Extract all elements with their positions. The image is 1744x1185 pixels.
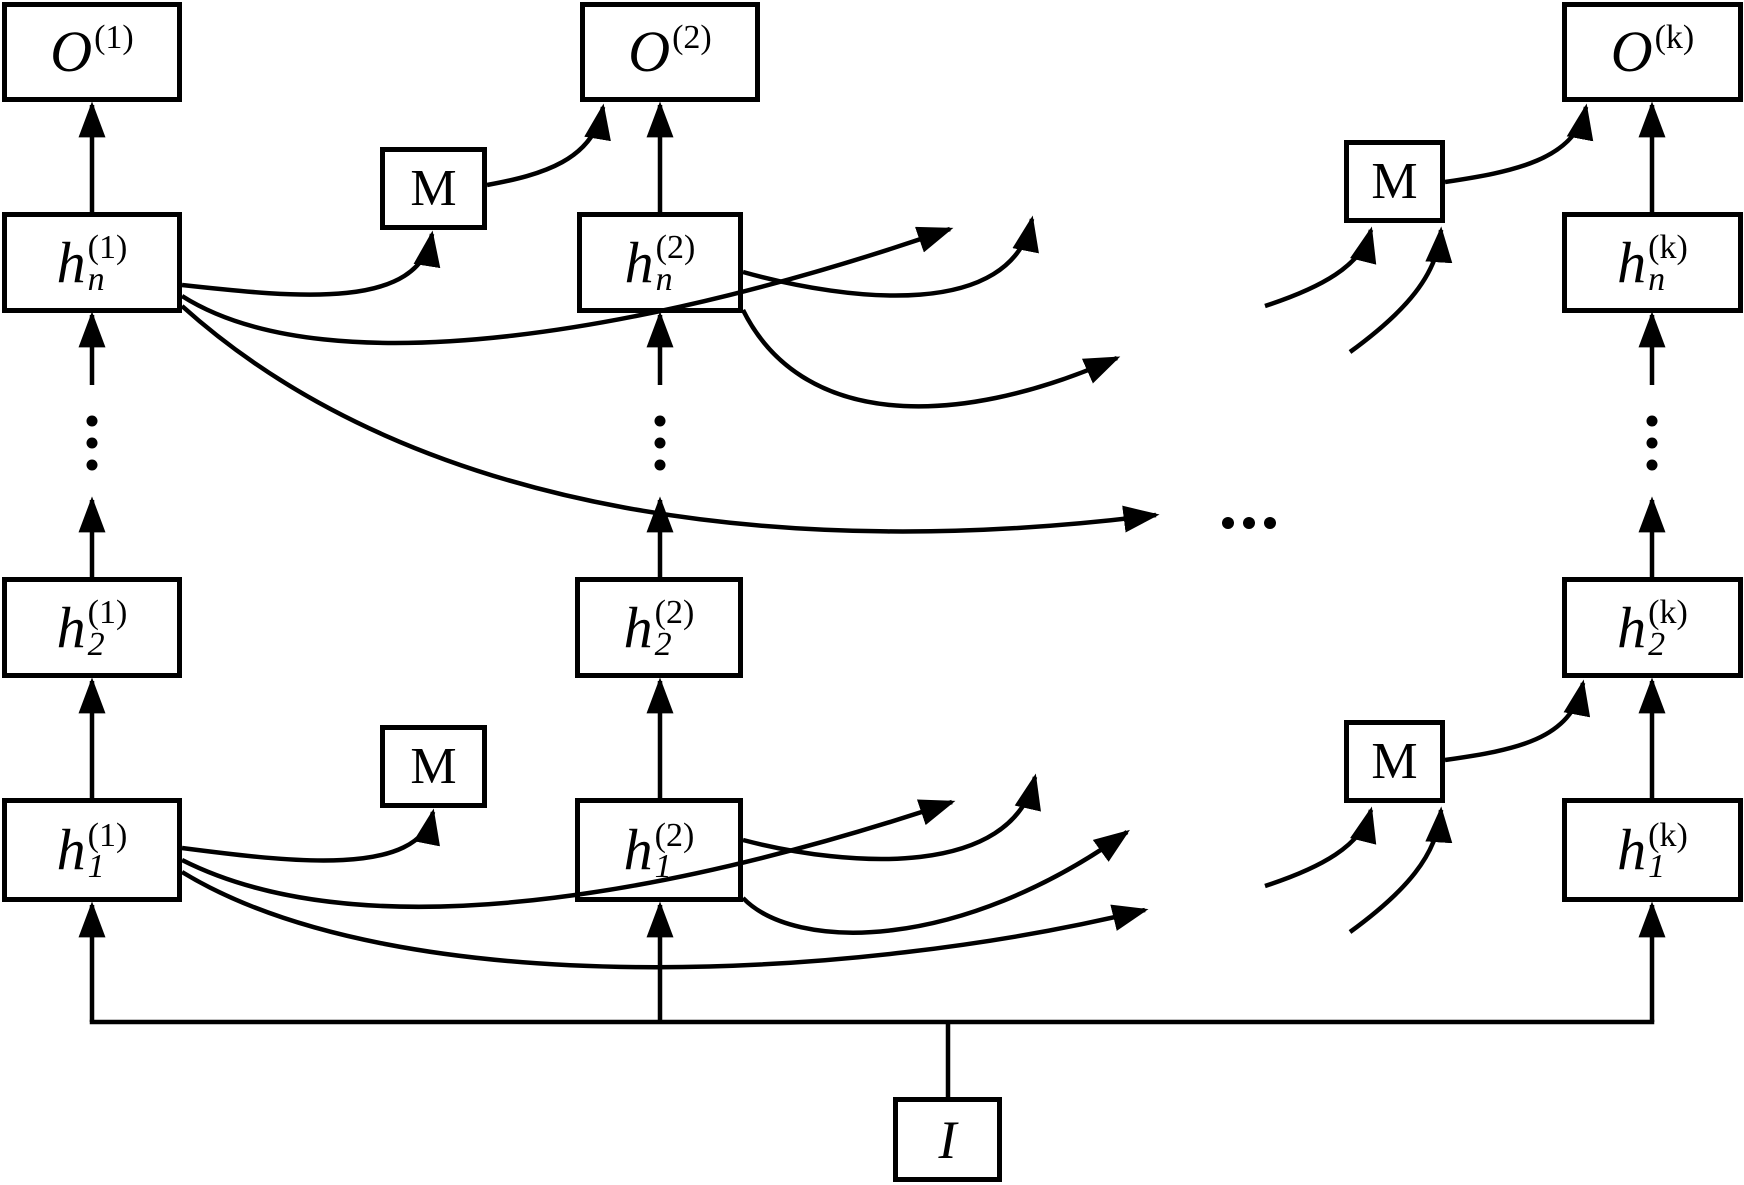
- edge-prev-to-m4-b: [1348, 806, 1453, 934]
- node-hidden-1-2: h(2)1: [575, 798, 743, 902]
- vertical-ellipsis-col1: [86, 415, 98, 471]
- edge-hn2-forward-hook: [742, 215, 1039, 298]
- node-memory-bottom-left: M: [380, 725, 487, 808]
- node-output-1: O(1): [2, 2, 182, 102]
- node-output-k: O(k): [1562, 2, 1743, 102]
- node-hidden-2-1-label: h: [56, 594, 86, 660]
- node-output-2-label: O: [628, 19, 671, 84]
- node-memory-top-left-label: M: [410, 159, 457, 217]
- edge-prev-to-m3-a: [1264, 226, 1377, 309]
- edge-h11-forward-1: [180, 799, 956, 909]
- node-hidden-2-k: h(k)2: [1562, 577, 1743, 678]
- node-hidden-2-1: h(1)2: [2, 577, 182, 678]
- edge-prev-to-m3-b: [1348, 226, 1453, 354]
- node-hidden-2-k-label: h: [1617, 594, 1647, 660]
- edge-m3-to-ok: [1444, 103, 1594, 185]
- edge-hn1-to-m1: [181, 230, 441, 297]
- edge-h12-forward-dip: [741, 829, 1130, 935]
- node-memory-bottom-right: M: [1344, 720, 1445, 803]
- node-memory-bottom-right-label: M: [1371, 732, 1418, 790]
- edge-prev-to-m4-a: [1264, 806, 1377, 889]
- node-hidden-2-2: h(2)2: [575, 577, 743, 678]
- edge-hn1-forward-2: [180, 304, 1160, 534]
- node-hidden-n-2-label: h: [624, 229, 654, 295]
- node-memory-bottom-left-label: M: [410, 737, 457, 795]
- vertical-ellipsis-col2: [654, 415, 666, 471]
- edge-h11-to-m2: [181, 808, 440, 863]
- node-memory-top-left: M: [380, 147, 487, 230]
- vertical-ellipsis-colk: [1646, 415, 1658, 471]
- node-hidden-1-k: h(k)1: [1562, 798, 1743, 902]
- node-hidden-1-1-label: h: [56, 817, 86, 882]
- node-hidden-n-k-label: h: [1617, 229, 1647, 295]
- node-hidden-1-k-label: h: [1617, 817, 1647, 882]
- edge-m1-to-o2: [486, 103, 611, 188]
- edge-m4-to-h2k: [1444, 679, 1591, 763]
- node-input-label: I: [938, 1109, 957, 1170]
- node-hidden-1-1: h(1)1: [2, 798, 182, 902]
- node-output-k-label: O: [1610, 19, 1653, 84]
- node-input: I: [893, 1097, 1002, 1182]
- node-hidden-2-2-label: h: [623, 594, 653, 660]
- node-hidden-n-1-label: h: [56, 229, 86, 295]
- edge-hn1-forward-1: [180, 226, 954, 346]
- node-output-2: O(2): [580, 2, 760, 102]
- edge-h12-forward-hook: [742, 773, 1041, 862]
- node-hidden-1-2-label: h: [623, 817, 653, 882]
- node-memory-top-right-label: M: [1371, 152, 1418, 210]
- edge-hn2-forward-dip: [740, 308, 1121, 409]
- node-memory-top-right: M: [1344, 140, 1445, 223]
- node-hidden-n-1: h(1)n: [2, 212, 182, 313]
- node-hidden-n-2: h(2)n: [577, 212, 743, 313]
- horizontal-ellipsis-columns: [1222, 517, 1276, 529]
- node-output-1-label: O: [50, 19, 93, 84]
- node-hidden-n-k: h(k)n: [1562, 212, 1743, 313]
